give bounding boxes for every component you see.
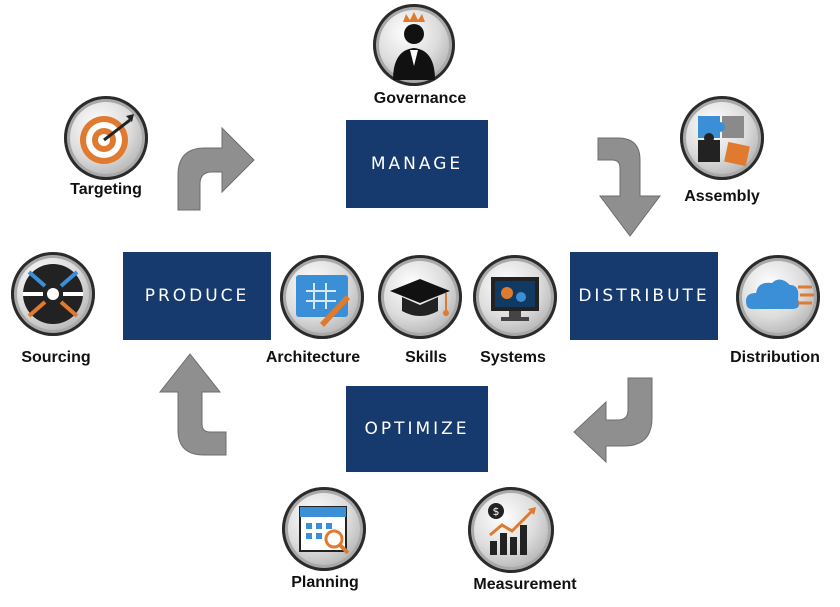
cloud-icon: [736, 255, 820, 339]
governance-label: Governance: [373, 90, 467, 107]
sourcing-label: Sourcing: [21, 349, 91, 366]
svg-text:$: $: [493, 505, 500, 518]
arrow-distribute-to-optimize: [573, 377, 653, 464]
monitor-gears-icon: [473, 255, 557, 339]
architecture-label: Architecture: [265, 349, 361, 366]
puzzle-icon: [680, 96, 764, 180]
arrow-manage-to-distribute: [597, 137, 661, 237]
skills-label: Skills: [405, 349, 447, 366]
planning-label: Planning: [291, 574, 359, 591]
graduation-cap-icon: [378, 255, 462, 339]
distribute-label: DISTRIBUTE: [578, 286, 710, 306]
converging-arrows-icon: [11, 252, 95, 336]
systems-label: Systems: [480, 349, 546, 366]
bar-chart-icon: $: [468, 487, 554, 573]
assembly-label: Assembly: [684, 188, 760, 205]
distribute-box: DISTRIBUTE: [570, 252, 718, 340]
produce-box: PRODUCE: [123, 252, 271, 340]
target-icon: [64, 96, 148, 180]
manage-box: MANAGE: [346, 120, 488, 208]
distribution-label: Distribution: [730, 349, 820, 366]
manage-label: MANAGE: [370, 154, 464, 174]
arrow-produce-to-manage: [177, 126, 255, 211]
targeting-label: Targeting: [70, 181, 142, 198]
crowned-person-icon: [373, 4, 455, 86]
produce-label: PRODUCE: [144, 286, 250, 306]
optimize-label: OPTIMIZE: [364, 419, 470, 439]
blueprint-icon: [280, 255, 364, 339]
arrow-optimize-to-produce: [158, 353, 227, 456]
measurement-label: Measurement: [473, 576, 577, 593]
calendar-icon: [282, 487, 366, 571]
optimize-box: OPTIMIZE: [346, 386, 488, 472]
